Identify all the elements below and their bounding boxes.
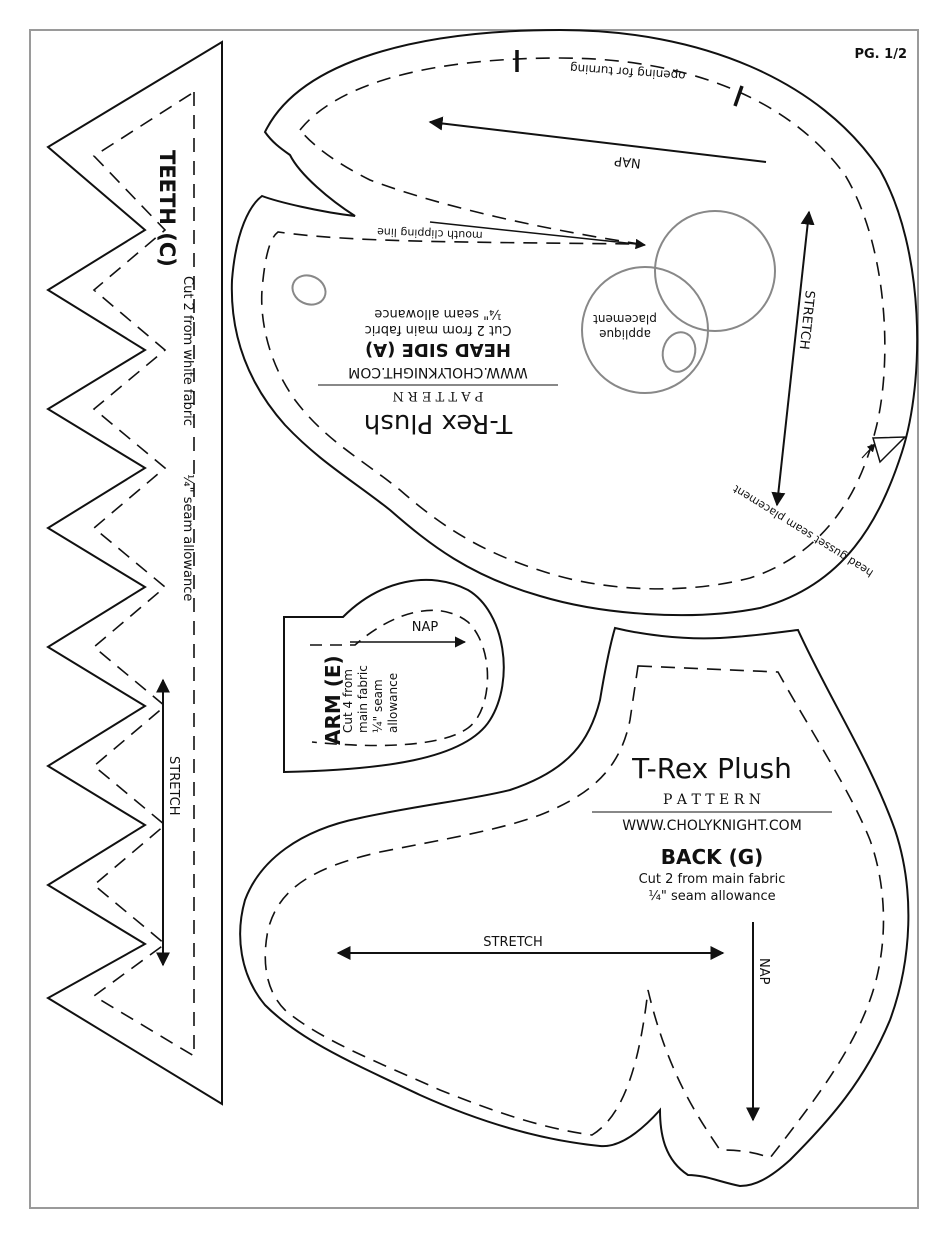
head-url: WWW.CHOLYKNIGHT.COM bbox=[348, 364, 528, 380]
back-nap-label: NAP bbox=[756, 958, 771, 985]
gusset-label: head gusset seam placement bbox=[730, 482, 876, 580]
opening-label: opening for turning bbox=[569, 61, 686, 83]
arm-nap-label: NAP bbox=[412, 620, 439, 635]
applique-circle-large bbox=[654, 210, 776, 332]
page-number: PG. 1/2 bbox=[854, 47, 907, 62]
head-title: T-Rex Plush bbox=[364, 408, 513, 438]
teeth-piece: TEETH (C) Cut 2 from white fabric ¼" sea… bbox=[46, 40, 223, 1106]
teeth-seam-text: ¼" seam allowance bbox=[180, 474, 195, 601]
head-cut-line bbox=[230, 28, 919, 617]
teeth-cut-line bbox=[46, 40, 223, 1106]
teeth-title: TEETH (C) bbox=[155, 150, 179, 267]
arm-cut-line-1: Cut 4 from bbox=[341, 669, 355, 733]
head-side-piece: opening for turning NAP mouth clipping l… bbox=[230, 28, 919, 617]
gusset-arrow bbox=[861, 443, 876, 459]
arm-cut-line-4: allowance bbox=[386, 673, 400, 733]
head-stretch-arrow bbox=[771, 210, 815, 507]
page-border bbox=[29, 29, 919, 1209]
applique-label-2: placement bbox=[593, 312, 657, 326]
applique-circle-small bbox=[581, 266, 709, 394]
back-sew-line bbox=[264, 665, 885, 1159]
head-seam-text: ¼" seam allowance bbox=[374, 306, 501, 321]
back-url: WWW.CHOLYKNIGHT.COM bbox=[622, 818, 802, 834]
applique-oval bbox=[661, 331, 697, 373]
back-pattern-word: P A T T E R N bbox=[663, 792, 761, 808]
opening-mark-right bbox=[733, 85, 744, 107]
mouth-clip-label: mouth clipping line bbox=[377, 225, 483, 242]
teeth-stretch-label: STRETCH bbox=[166, 756, 181, 815]
arm-sew-line bbox=[310, 609, 489, 747]
head-stretch-label: STRETCH bbox=[796, 290, 817, 351]
back-cut-text: Cut 2 from main fabric bbox=[639, 872, 786, 887]
back-stretch-label: STRETCH bbox=[483, 935, 542, 950]
back-cut-line bbox=[239, 626, 910, 1188]
teeth-sew-line bbox=[92, 90, 195, 1058]
arm-cut-line-2: main fabric bbox=[356, 665, 370, 733]
head-nap-arrow bbox=[428, 116, 767, 163]
arm-title: ARM (E) bbox=[321, 655, 345, 745]
head-cut-text: Cut 2 from main fabric bbox=[365, 322, 512, 337]
back-title: T-Rex Plush bbox=[631, 752, 792, 785]
back-piece-name: BACK (G) bbox=[661, 845, 764, 869]
applique-label-1: applique bbox=[599, 327, 651, 341]
head-piece-name: HEAD SIDE (A) bbox=[365, 339, 511, 360]
arm-cut-line bbox=[283, 578, 505, 774]
gusset-marker bbox=[872, 436, 907, 464]
head-pattern-word: P A T T E R N bbox=[393, 388, 484, 403]
head-nap-label: NAP bbox=[614, 153, 642, 171]
eye-oval bbox=[291, 274, 327, 306]
head-sew-line bbox=[260, 57, 886, 590]
arm-piece: ARM (E) Cut 4 from main fabric ¼" seam a… bbox=[283, 578, 505, 774]
back-seam-text: ¼" seam allowance bbox=[648, 889, 775, 904]
teeth-cut-text: Cut 2 from white fabric bbox=[180, 276, 195, 426]
arm-cut-line-3: ¼" seam bbox=[371, 679, 385, 733]
mouth-clip-arrow bbox=[429, 221, 647, 250]
back-piece: T-Rex Plush P A T T E R N WWW.CHOLYKNIGH… bbox=[239, 626, 910, 1188]
